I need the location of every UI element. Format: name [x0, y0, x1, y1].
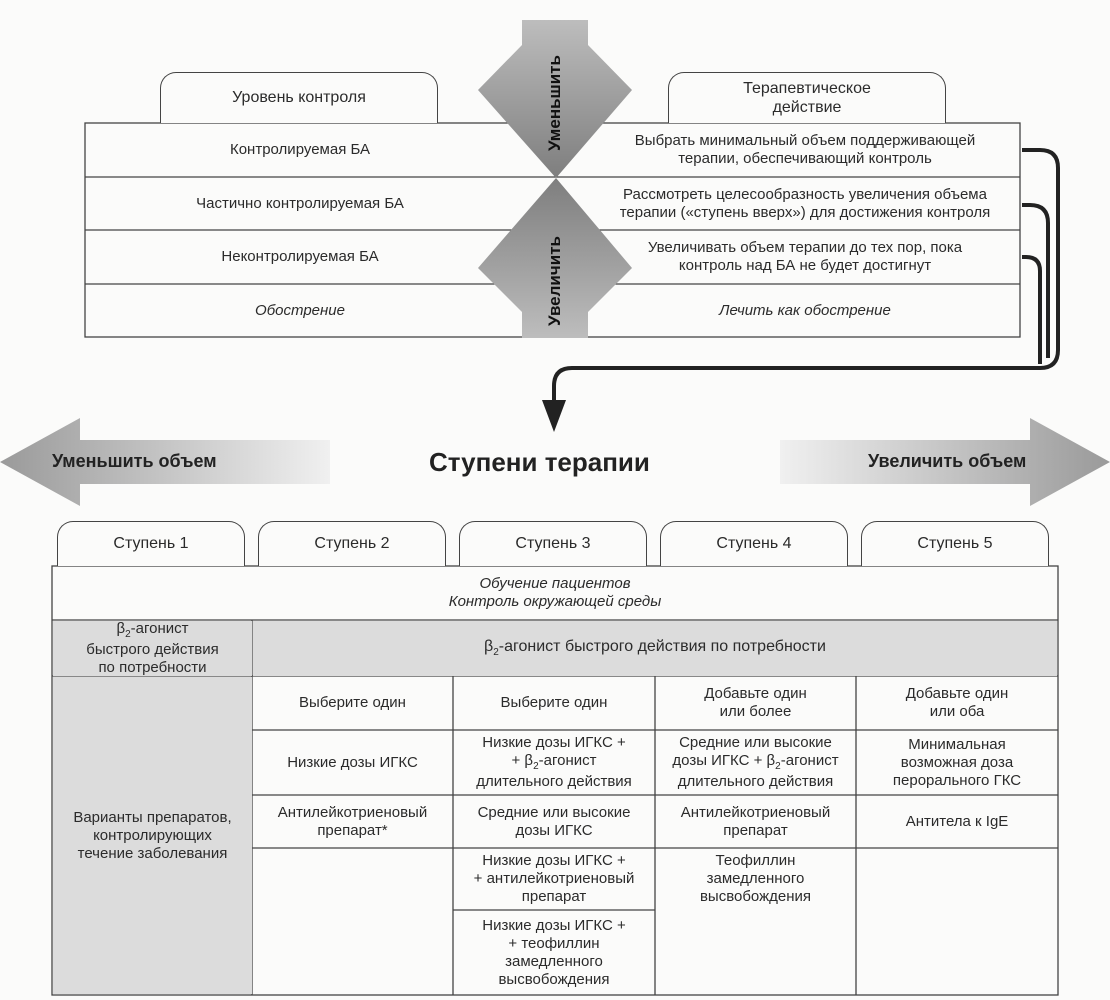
connector-lines — [552, 148, 1060, 402]
step5-header: Добавьте один или оба — [905, 685, 1009, 720]
steps-table-lines — [51, 565, 1059, 996]
step3-option-2: Средние или высокие дозы ИГКС — [477, 803, 631, 839]
step2-option-1: Низкие дозы ИГКС — [287, 753, 418, 771]
decrease-arrow — [478, 20, 632, 178]
decrease-volume-arrow — [0, 418, 330, 506]
step-tab-5: Ступень 5 — [861, 521, 1049, 566]
increase-volume-arrow — [780, 418, 1110, 506]
education-line-1: Обучение пациентов — [479, 575, 631, 592]
step-tab-3: Ступень 3 — [459, 521, 647, 566]
steps-title: Ступени терапии — [429, 447, 650, 477]
down-arrow-head — [542, 400, 566, 432]
step4-header: Добавьте один или более — [704, 685, 807, 720]
step3-option-4: Низкие дозы ИГКС + + теофиллин замедленн… — [482, 916, 626, 988]
action-uncontrolled: Увеличивать объем терапии до тех пор, по… — [647, 239, 963, 274]
education-row: Обучение пациентов Контроль окружающей с… — [52, 566, 1058, 620]
increase-arrow — [478, 178, 632, 338]
education-line-2: Контроль окружающей среды — [448, 593, 662, 610]
step3-option-3: Низкие дозы ИГКС + + антилейкотриеновый … — [473, 852, 635, 905]
increase-volume-label: Увеличить объем — [868, 451, 1027, 471]
decrease-volume-label: Уменьшить объем — [52, 451, 217, 471]
step3-header: Выберите один — [500, 694, 608, 711]
step4-option-3: Теофиллин замедленного высвобождения — [699, 852, 812, 905]
saba-steps-2-5: β2-агонист быстрого действия по потребно… — [253, 621, 1057, 676]
control-level-header: Уровень контроля — [160, 72, 438, 123]
controller-options-label: Варианты препаратов, контролирующих тече… — [53, 677, 252, 994]
step5-option-1: Минимальная возможная доза перорального … — [892, 735, 1022, 789]
step4-option-1: Средние или высокие дозы ИГКС + β2-агони… — [672, 734, 839, 790]
step2-header: Выберите один — [299, 694, 406, 711]
step2-option-2: Антилейкотриеновый препарат* — [277, 803, 428, 839]
action-exacerbation: Лечить как обострение — [719, 301, 891, 319]
saba-step1: β2-агонист быстрого действия по потребно… — [53, 620, 252, 676]
increase-label: Увеличить — [545, 236, 564, 326]
therapeutic-action-header: Терапевтическое действие — [668, 72, 946, 123]
step5-option-2: Антитела к IgE — [905, 812, 1009, 830]
decrease-label: Уменьшить — [545, 55, 564, 151]
step-tab-2: Ступень 2 — [258, 521, 446, 566]
step4-option-2: Антилейкотриеновый препарат — [680, 803, 831, 839]
action-controlled: Выбрать минимальный объем поддерживающей… — [634, 132, 976, 167]
step-tab-4: Ступень 4 — [660, 521, 848, 566]
action-partial: Рассмотреть целесообразность увеличения … — [619, 185, 991, 221]
step3-option-1: Низкие дозы ИГКС + + β2-агонист длительн… — [476, 734, 632, 790]
step-tab-1: Ступень 1 — [57, 521, 245, 566]
control-level-exacerbation: Обострение — [255, 301, 345, 319]
control-level-controlled: Контролируемая БА — [229, 141, 371, 158]
control-level-uncontrolled: Неконтролируемая БА — [221, 248, 379, 265]
control-level-partial: Частично контролируемая БА — [196, 194, 404, 212]
